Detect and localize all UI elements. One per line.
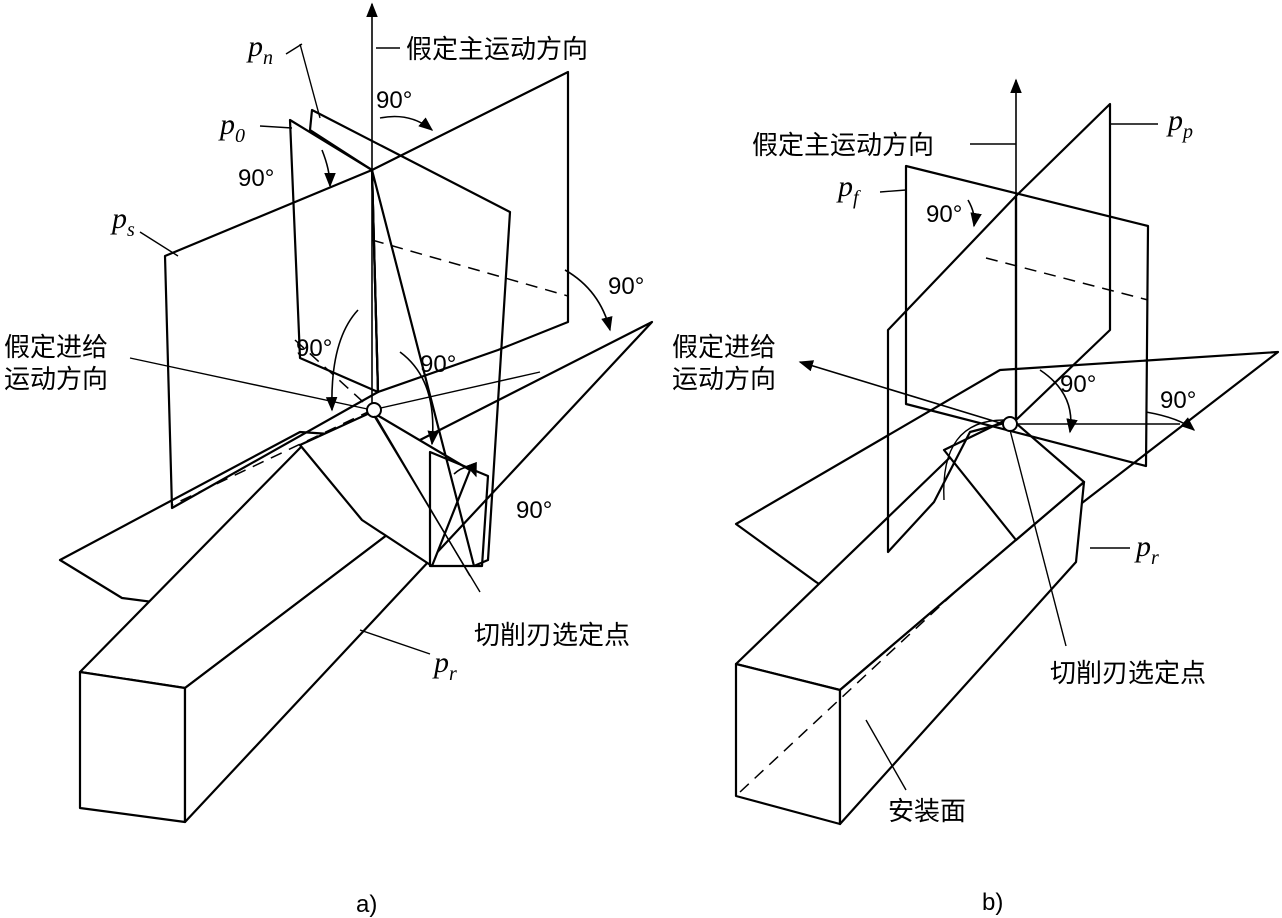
label-feed1-b: 假定进给 xyxy=(672,333,776,363)
svg-text:pr: pr xyxy=(432,646,457,685)
label-pf-b: p xyxy=(836,170,853,203)
tool-head-a xyxy=(298,410,472,568)
label-feed2-b: 运动方向 xyxy=(672,365,776,395)
label-selected-point-a: 切削刃选定点 xyxy=(474,621,630,651)
label-ps-sub-a: s xyxy=(127,219,135,241)
label-pr-b: p xyxy=(1134,530,1151,563)
angle-a-6: 90° xyxy=(516,497,552,524)
label-pn-a: p xyxy=(246,30,263,63)
angle-b-2: 90° xyxy=(1060,371,1096,398)
svg-text:pf: pf xyxy=(836,170,861,209)
svg-text:pn: pn xyxy=(246,30,273,69)
angle-a-5: 90° xyxy=(420,351,456,378)
label-main-motion-a: 假定主运动方向 xyxy=(406,35,588,65)
angle-a-4: 90° xyxy=(296,335,332,362)
plane-right-a xyxy=(370,70,570,394)
svg-text:ps: ps xyxy=(110,202,135,241)
caption-a: a) xyxy=(356,891,377,918)
label-ps-a: p xyxy=(110,202,127,235)
tool-shank-front-a xyxy=(78,670,187,824)
angle-b-3: 90° xyxy=(1160,387,1196,414)
angle-a-3: 90° xyxy=(608,273,644,300)
tool-shank-side-b xyxy=(838,480,1086,826)
label-pp-sub-b: p xyxy=(1181,121,1193,143)
label-main-motion-b: 假定主运动方向 xyxy=(752,131,934,161)
svg-text:pp: pp xyxy=(1166,104,1193,143)
label-pr-a: p xyxy=(432,646,449,679)
tool-head-b xyxy=(942,416,1086,542)
label-selected-point-b: 切削刃选定点 xyxy=(1050,659,1206,689)
tool-shank-front-b xyxy=(734,662,842,826)
label-feed1-a: 假定进给 xyxy=(4,333,108,363)
angle-b-1: 90° xyxy=(926,201,962,228)
label-mount-face-b: 安装面 xyxy=(888,797,966,827)
label-feed2-a: 运动方向 xyxy=(4,365,108,395)
label-pf-sub-b: f xyxy=(853,187,861,209)
label-pr-sub-b: r xyxy=(1151,547,1159,569)
label-pn-sub-a: n xyxy=(263,47,273,69)
caption-b: b) xyxy=(982,889,1003,916)
svg-text:pr: pr xyxy=(1134,530,1159,569)
label-pp-b: p xyxy=(1166,104,1183,137)
panel-b: pp 假定主运动方向 pf 假定进给 运动方向 pr 切削刃选定点 安装面 90… xyxy=(672,78,1280,916)
label-p0-sub-a: 0 xyxy=(235,125,245,147)
label-pr-sub-a: r xyxy=(449,663,457,685)
svg-text:p0: p0 xyxy=(218,108,245,147)
label-p0-a: p xyxy=(218,108,235,141)
angle-a-1: 90° xyxy=(376,87,412,114)
angle-a-2: 90° xyxy=(238,165,274,192)
panel-a: pn 假定主运动方向 p0 ps 假定进给 运动方向 切削刃选定点 pr 90°… xyxy=(4,2,654,918)
plane-pf-b xyxy=(904,164,1150,468)
